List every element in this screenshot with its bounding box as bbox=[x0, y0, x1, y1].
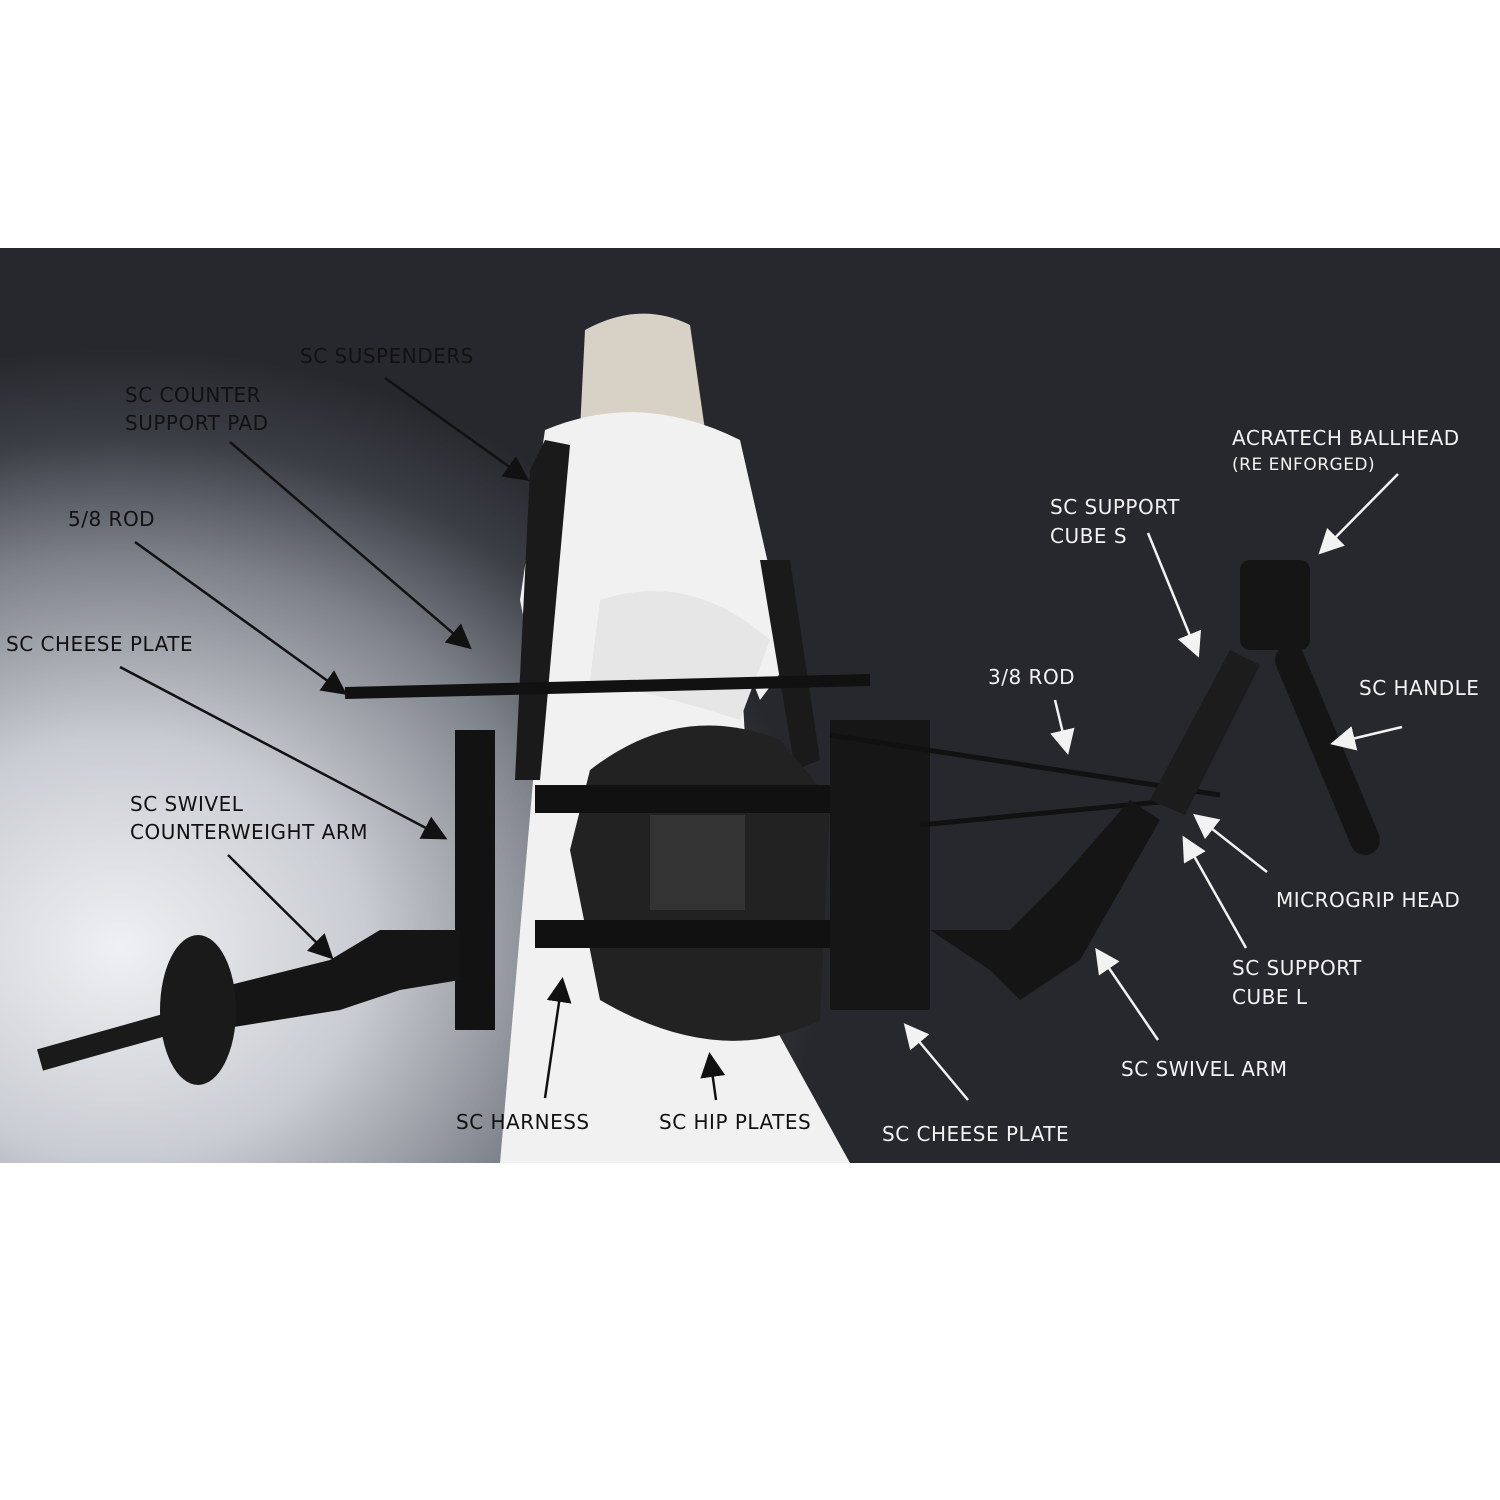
hip-mount-plate bbox=[650, 815, 745, 910]
arrow-counter-pad bbox=[229, 441, 472, 650]
suspender-strap bbox=[515, 440, 570, 780]
arrow-cheese-right bbox=[903, 1023, 969, 1101]
label-cube-l-line2: CUBE L bbox=[1232, 985, 1308, 1009]
suspender-strap-right bbox=[760, 560, 820, 770]
arrow-rod-38 bbox=[1050, 699, 1075, 755]
harness-strap-bottom bbox=[535, 920, 845, 948]
label-counter-pad-line1: SC COUNTER bbox=[125, 383, 262, 407]
mannequin-neck bbox=[580, 313, 705, 430]
counterweight-arm bbox=[210, 930, 460, 1030]
label-handle: SC HANDLE bbox=[1359, 676, 1480, 700]
arrow-ballhead bbox=[1318, 473, 1399, 555]
label-suspenders: SC SUSPENDERS bbox=[300, 344, 474, 368]
label-swivel-arm: SC SWIVEL ARM bbox=[1121, 1057, 1288, 1081]
label-cube-s-line2: CUBE S bbox=[1050, 524, 1128, 548]
rod-3-8-top bbox=[829, 732, 1221, 798]
arrow-swivel-cw bbox=[227, 854, 334, 960]
label-ballhead-line1: ACRATECH BALLHEAD bbox=[1232, 426, 1460, 450]
handle bbox=[1275, 645, 1380, 855]
arrow-rod-58 bbox=[134, 540, 348, 695]
label-cube-s-line1: SC SUPPORT bbox=[1050, 495, 1180, 519]
arrow-suspenders bbox=[384, 376, 530, 481]
post-arm bbox=[1150, 650, 1260, 815]
arrow-cube-s bbox=[1146, 532, 1202, 658]
label-cube-l-line1: SC SUPPORT bbox=[1232, 956, 1362, 980]
label-swivel-cw-line1: SC SWIVEL bbox=[130, 792, 244, 816]
harness-strap-top bbox=[535, 785, 845, 813]
arrow-cube-l bbox=[1182, 835, 1248, 949]
label-rod-38: 3/8 ROD bbox=[988, 665, 1076, 689]
label-counter-pad-line2: SUPPORT PAD bbox=[125, 411, 269, 435]
arrow-handle bbox=[1330, 725, 1403, 751]
counterweight-bolt bbox=[37, 1004, 203, 1071]
cheese-plate-right bbox=[830, 720, 930, 1010]
arrow-microgrip bbox=[1193, 813, 1268, 873]
arrow-harness bbox=[543, 977, 572, 1099]
label-cheese-plate-right: SC CHEESE PLATE bbox=[882, 1122, 1070, 1146]
ballhead bbox=[1240, 560, 1310, 650]
arrow-swivel-arm bbox=[1095, 947, 1160, 1041]
swivel-arm bbox=[930, 800, 1160, 1000]
label-cheese-plate-left: SC CHEESE PLATE bbox=[6, 632, 194, 656]
rod-5-8 bbox=[344, 674, 871, 699]
label-rod-58: 5/8 ROD bbox=[68, 507, 156, 531]
label-ballhead-line2: (RE ENFORGED) bbox=[1232, 455, 1376, 475]
label-swivel-cw-line2: COUNTERWEIGHT ARM bbox=[130, 820, 369, 844]
rod-3-8-bottom bbox=[919, 797, 1181, 828]
label-harness: SC HARNESS bbox=[456, 1110, 590, 1134]
arrow-hip-plates bbox=[700, 1052, 726, 1101]
arrow-cheese-left bbox=[119, 665, 448, 840]
label-microgrip-head: MICROGRIP HEAD bbox=[1276, 888, 1461, 912]
cheese-plate-left bbox=[455, 730, 495, 1030]
label-hip-plates: SC HIP PLATES bbox=[659, 1110, 812, 1134]
